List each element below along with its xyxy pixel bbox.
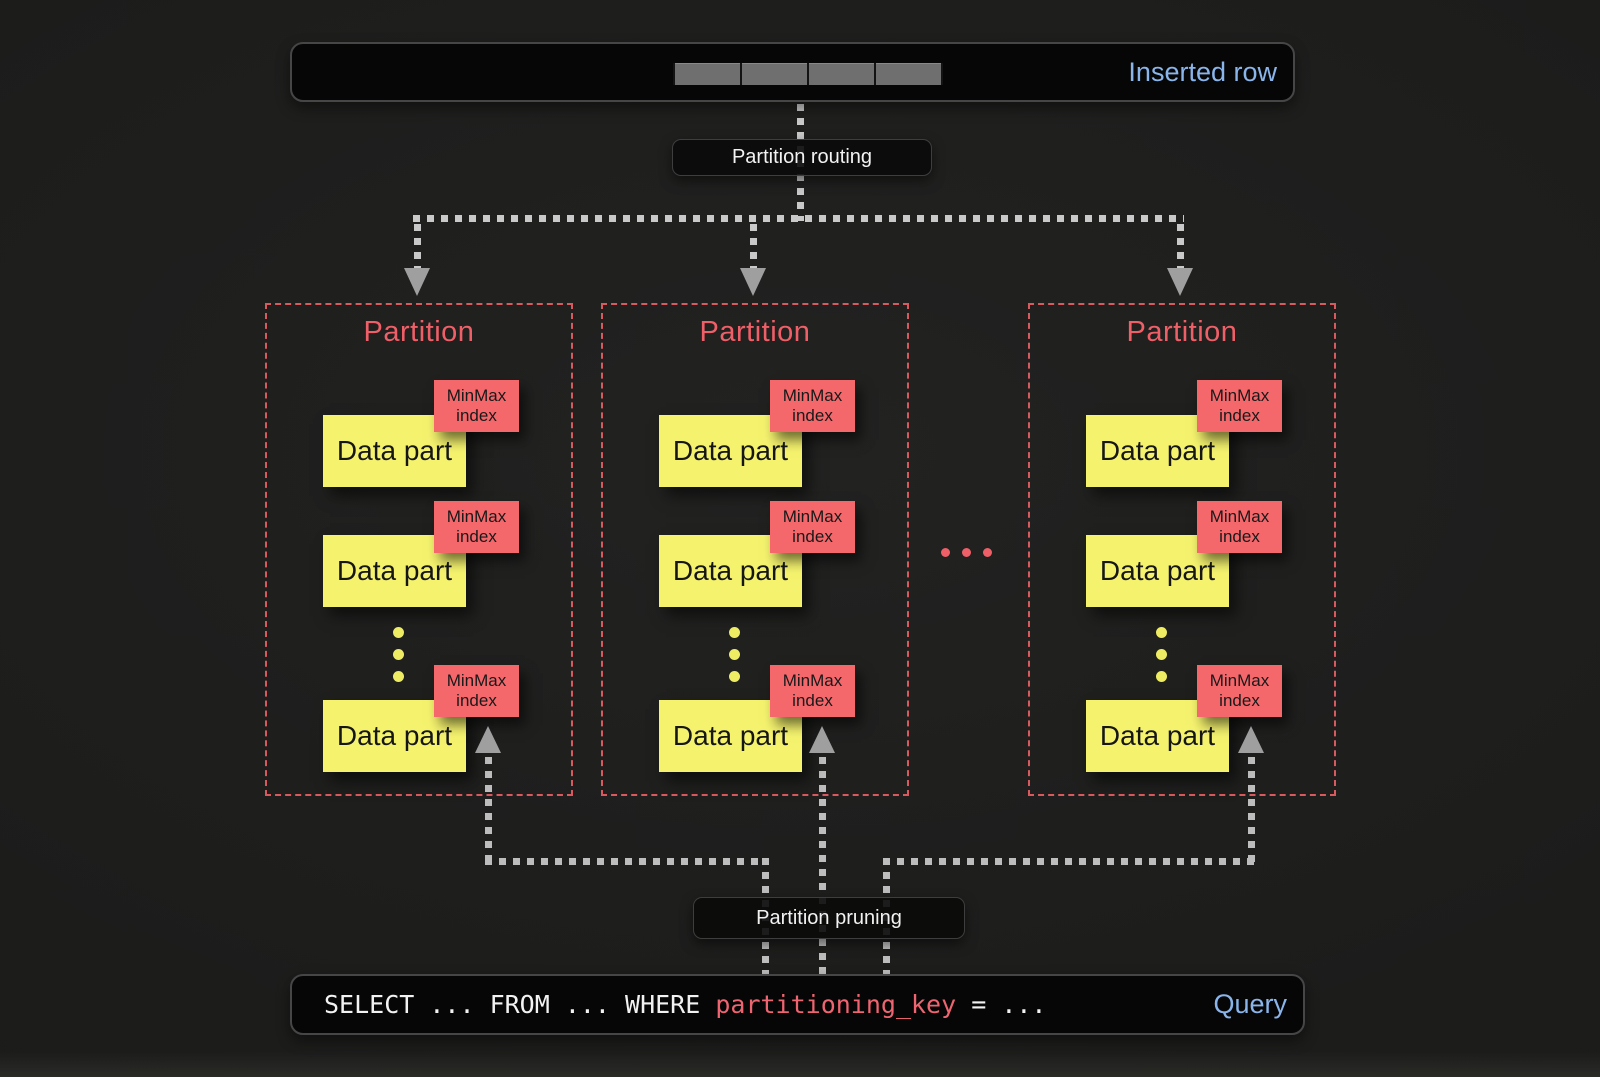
partition-box: Partition MinMax index Data part MinMax …: [601, 303, 909, 796]
partition-box: Partition MinMax index Data part MinMax …: [265, 303, 573, 796]
ellipsis-dot: [393, 649, 404, 660]
row-cell: [673, 63, 742, 85]
page-bottom-edge: [0, 1051, 1600, 1077]
minmax-index-tag: MinMax index: [434, 665, 519, 717]
ellipsis-dot: [393, 671, 404, 682]
query-partitioning-key: partitioning_key: [715, 990, 957, 1019]
ellipsis-dot: [1156, 627, 1167, 638]
ellipsis-dot: [393, 627, 404, 638]
pruning-junction-line: [485, 858, 769, 865]
minmax-index-tag: MinMax index: [434, 380, 519, 432]
minmax-index-tag: MinMax index: [770, 665, 855, 717]
ellipsis-dot: [1156, 671, 1167, 682]
arrow-down-icon: [404, 268, 430, 296]
ellipsis-dot: [729, 649, 740, 660]
partition-title: Partition: [363, 316, 475, 348]
row-cell: [876, 63, 943, 85]
routing-branch-line: [413, 224, 421, 268]
query-box: SELECT ... FROM ... WHERE partitioning_k…: [290, 974, 1305, 1035]
arrow-up-icon: [1238, 726, 1264, 753]
data-part-box: Data part: [323, 700, 466, 772]
ellipsis-dot: [1156, 649, 1167, 660]
minmax-index-tag: MinMax index: [770, 501, 855, 553]
inserted-row-label: Inserted row: [1128, 56, 1277, 87]
partition-title: Partition: [699, 316, 811, 348]
row-cell: [742, 63, 809, 85]
partition-box: Partition MinMax index Data part MinMax …: [1028, 303, 1336, 796]
partitions-ellipsis-dot: [983, 548, 992, 557]
arrow-up-icon: [809, 726, 835, 753]
partition-pruning-label: Partition pruning: [693, 897, 965, 939]
partition-routing-label: Partition routing: [672, 139, 932, 176]
minmax-index-tag: MinMax index: [1197, 665, 1282, 717]
routing-junction-line: [413, 215, 1184, 222]
pruning-branch-line: [1247, 757, 1255, 865]
pruning-branch-line: [818, 757, 826, 974]
pruning-junction-line: [883, 858, 1255, 865]
arrow-down-icon: [1167, 268, 1193, 296]
minmax-index-tag: MinMax index: [1197, 501, 1282, 553]
ellipsis-dot: [729, 671, 740, 682]
partitions-ellipsis-dot: [941, 548, 950, 557]
partitions-ellipsis-dot: [962, 548, 971, 557]
query-sql-text: SELECT ... FROM ... WHERE partitioning_k…: [324, 976, 1046, 1033]
ellipsis-dot: [729, 627, 740, 638]
minmax-index-tag: MinMax index: [434, 501, 519, 553]
routing-branch-line: [749, 224, 757, 268]
query-sql-pre: SELECT ... FROM ... WHERE: [324, 990, 716, 1019]
query-label: Query: [1213, 989, 1287, 1019]
routing-branch-line: [1176, 224, 1184, 268]
query-sql-post: = ...: [956, 990, 1047, 1019]
pruning-branch-line: [484, 757, 492, 865]
arrow-up-icon: [475, 726, 501, 753]
inserted-row-cells: [673, 63, 943, 85]
arrow-down-icon: [740, 268, 766, 296]
minmax-index-tag: MinMax index: [1197, 380, 1282, 432]
row-cell: [809, 63, 876, 85]
inserted-row-box: Inserted row: [290, 42, 1295, 102]
partition-title: Partition: [1126, 316, 1238, 348]
data-part-box: Data part: [1086, 415, 1229, 487]
minmax-index-tag: MinMax index: [770, 380, 855, 432]
